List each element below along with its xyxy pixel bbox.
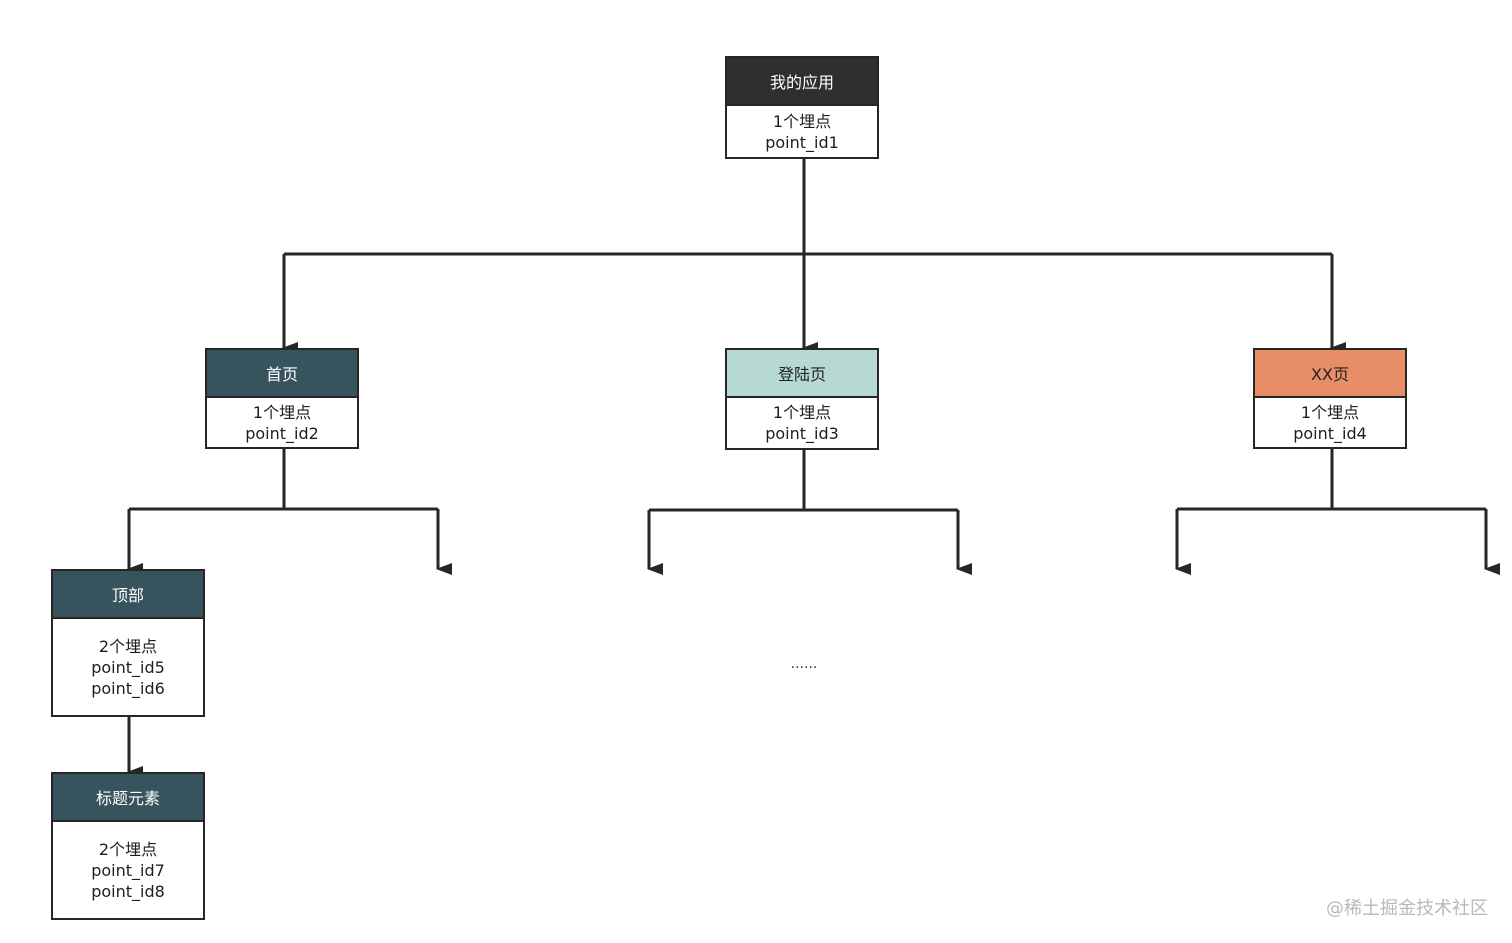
node-xx-page-body: 1个埋点 point_id4: [1255, 398, 1405, 447]
ellipsis-text: ......: [790, 656, 818, 672]
node-login-count: 1个埋点: [772, 403, 832, 422]
node-home: 首页 1个埋点 point_id2: [205, 348, 359, 449]
node-home-body: 1个埋点 point_id2: [207, 398, 357, 447]
node-home-title: 首页: [207, 350, 357, 398]
node-title-element-point-a: point_id7: [91, 860, 165, 880]
node-login-title: 登陆页: [727, 350, 877, 398]
node-my-app-count: 1个埋点: [772, 111, 832, 131]
node-title-element: 标题元素 2个埋点 point_id7 point_id8: [51, 772, 205, 920]
node-xx-page-title: XX页: [1255, 350, 1405, 398]
node-login-point: point_id3: [765, 424, 839, 443]
node-home-count: 1个埋点: [252, 402, 312, 422]
node-xx-page-point: point_id4: [1293, 423, 1367, 443]
node-top-count: 2个埋点: [98, 636, 158, 656]
node-my-app-body: 1个埋点 point_id1: [727, 106, 877, 157]
node-title-element-body: 2个埋点 point_id7 point_id8: [53, 822, 203, 918]
node-xx-page-count: 1个埋点: [1300, 402, 1360, 422]
node-title-element-count: 2个埋点: [98, 839, 158, 859]
node-xx-page: XX页 1个埋点 point_id4: [1253, 348, 1407, 449]
node-my-app-title: 我的应用: [727, 58, 877, 106]
node-top: 顶部 2个埋点 point_id5 point_id6: [51, 569, 205, 717]
node-top-body: 2个埋点 point_id5 point_id6: [53, 619, 203, 715]
node-login: 登陆页 1个埋点 point_id3: [725, 348, 879, 450]
node-top-point-a: point_id5: [91, 657, 165, 677]
node-title-element-title: 标题元素: [53, 774, 203, 822]
node-top-point-b: point_id6: [91, 678, 165, 698]
watermark: @稀土掘金技术社区: [1326, 898, 1488, 919]
node-my-app-point: point_id1: [765, 132, 839, 152]
node-title-element-point-b: point_id8: [91, 881, 165, 901]
node-login-body: 1个埋点 point_id3: [727, 398, 877, 448]
node-my-app: 我的应用 1个埋点 point_id1: [725, 56, 879, 159]
node-top-title: 顶部: [53, 571, 203, 619]
node-home-point: point_id2: [245, 423, 319, 443]
